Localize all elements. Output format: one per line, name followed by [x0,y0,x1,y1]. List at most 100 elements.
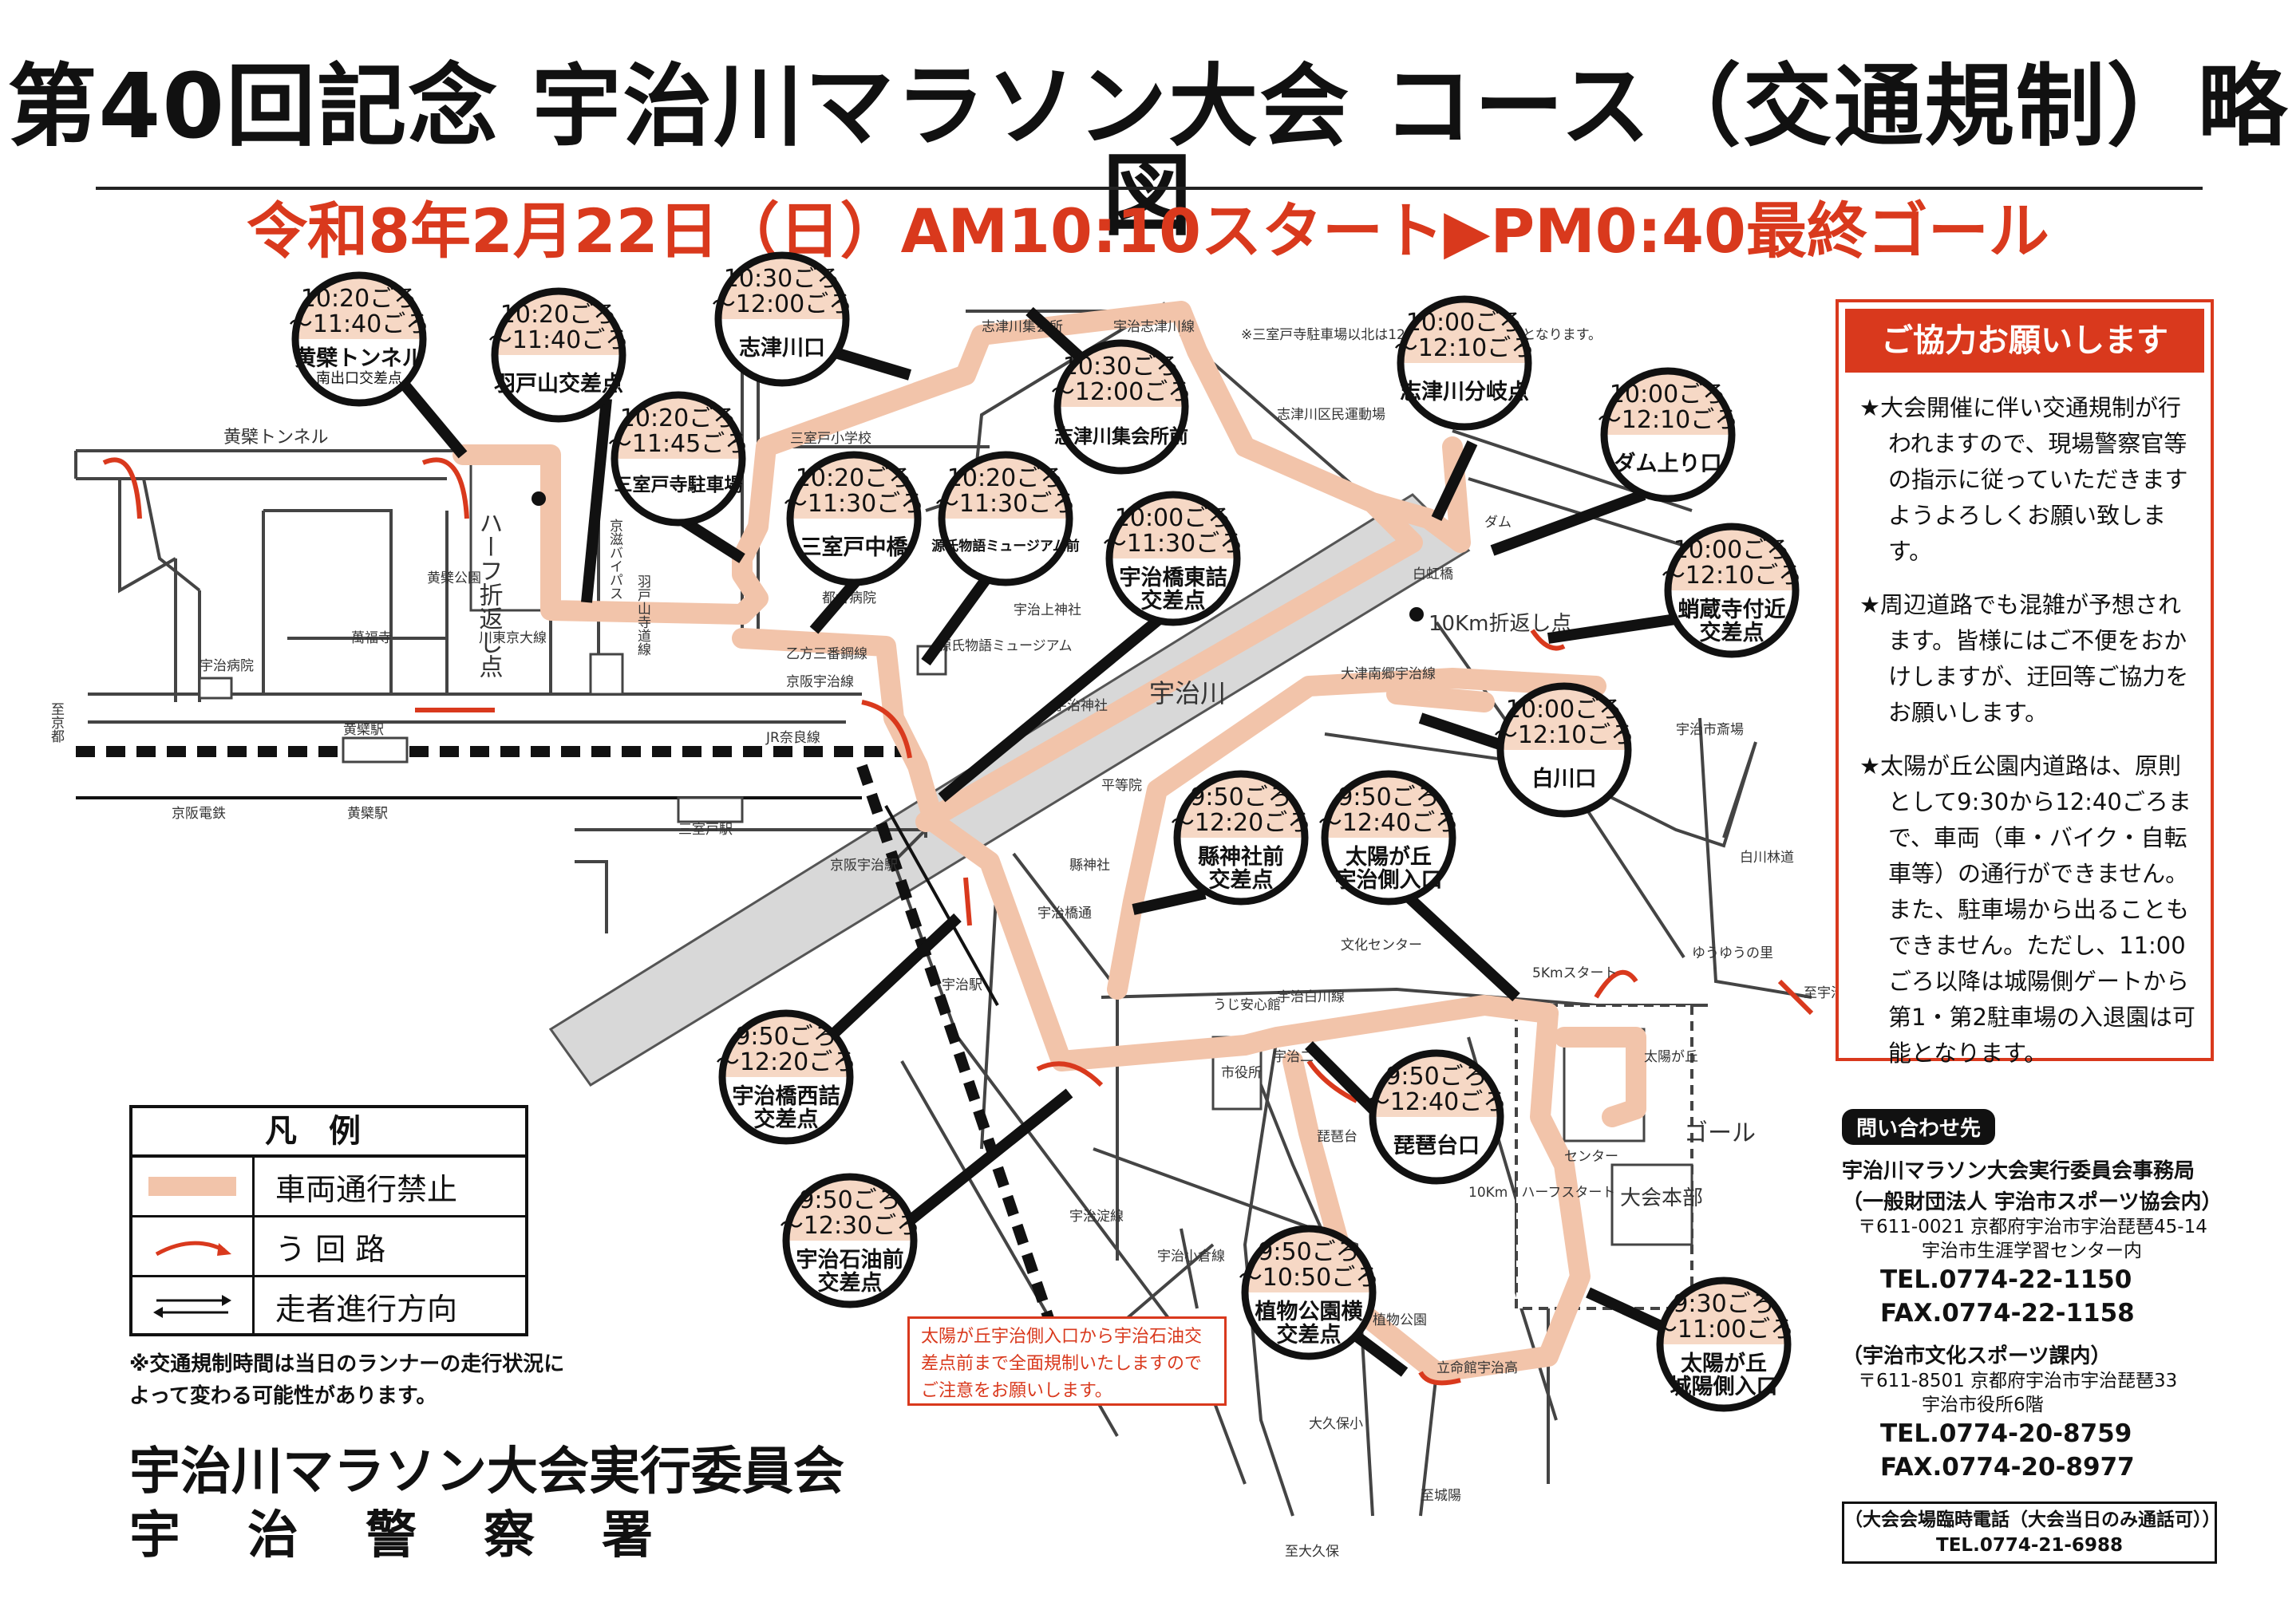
office-tel[interactable]: TEL.0774-22-1150 [1880,1265,2132,1294]
bubble-botanical-park[interactable]: 9:50ごろ 〜10:50ごろ 植物公園横 交差点 [1239,1225,1379,1360]
dept-tel[interactable]: TEL.0774-20-8759 [1880,1419,2132,1448]
legend-title: 凡例 [132,1108,525,1158]
svg-text:至京都: 至京都 [48,702,65,743]
bubble-shizugawa-hall[interactable]: 10:30ごろ 〜12:00ごろ 志津川集会所前 [1051,339,1191,475]
cooperation-notice: ご協力お願いします ★大会開催に伴い交通規制が行われますので、現場警察官等の指示… [1836,299,2214,1067]
svg-text:白虹橋: 白虹橋 [1413,566,1453,582]
svg-text:琵琶台: 琵琶台 [1317,1129,1357,1145]
svg-text:交差点: 交差点 [1277,1322,1342,1348]
svg-text:南出口交差点: 南出口交差点 [316,370,402,387]
svg-text:宇治川: 宇治川 [1149,678,1226,708]
temporary-phone: （大会会場臨時電話（大会当日のみ通話可）） TEL.0774-21-6988 [1842,1502,2221,1564]
bubble-dam-entrance[interactable]: 10:00ごろ 〜12:10ごろ ダム上り口 [1598,367,1738,503]
dept-name: （宇治市文化スポーツ課内） [1842,1344,2112,1368]
svg-text:羽戸山寺道線: 羽戸山寺道線 [634,574,651,656]
temp-phone-number[interactable]: TEL.0774-21-6988 [1936,1535,2123,1556]
svg-text:9:30ごろ: 9:30ごろ [1673,1290,1774,1318]
svg-text:交差点: 交差点 [1209,867,1274,893]
course-route [452,301,1646,1383]
svg-text:平等院: 平等院 [1101,778,1142,794]
bubble-habuyama[interactable]: 10:20ごろ 〜11:40ごろ 羽戸山交差点 [488,287,629,423]
organizer-police: 宇治警察署 [129,1505,720,1565]
svg-text:萬福寺: 萬福寺 [351,630,392,646]
notice-item: ★太陽が丘公園内道路は、原則として9:30から12:40ごろまで、車両（車・バイ… [1859,752,2195,1067]
svg-text:宇治淀線: 宇治淀線 [1069,1209,1124,1225]
bubble-genji-museum[interactable]: 10:20ごろ 〜11:30ごろ 源氏物語ミュージアム前 [931,451,1080,586]
svg-text:10:00ごろ: 10:00ごろ [1674,536,1790,564]
organizer-committee: 宇治川マラソン大会実行委員会 [129,1442,844,1502]
bubble-mimurodoji-parking[interactable]: 10:20ごろ 〜11:45ごろ 三室戸寺駐車場 [608,391,749,527]
svg-text:〜11:00ごろ: 〜11:00ごろ [1654,1316,1794,1344]
svg-text:9:50ごろ: 9:50ごろ [1190,783,1291,811]
bubble-shizugawa-junction[interactable]: 10:00ごろ 〜12:10ごろ 志津川分岐点 [1394,295,1535,431]
svg-text:うじ安心館: うじ安心館 [1213,997,1281,1013]
svg-text:10:30ごろ: 10:30ごろ [1063,353,1180,381]
svg-text:10:20ごろ: 10:20ごろ [620,404,737,432]
svg-text:黄檗駅: 黄檗駅 [343,722,384,738]
bubble-biwadaiguchi[interactable]: 9:50ごろ 〜12:40ごろ 琵琶台口 [1366,1049,1507,1185]
office-fax: FAX.0774-22-1158 [1880,1299,2135,1328]
bubble-shizugawaguchi[interactable]: 10:30ごろ 〜12:00ごろ 志津川口 [712,251,852,387]
svg-text:5Kmスタート: 5Kmスタート [1532,965,1618,981]
svg-text:10:20ごろ: 10:20ごろ [796,464,912,492]
legend-label: 車両通行禁止 [275,1171,458,1207]
svg-text:宇治橋西詰: 宇治橋西詰 [733,1083,840,1109]
bubble-obaku-tunnel[interactable]: 10:20ごろ 〜11:40ごろ 黄檗トンネル 南出口交差点 [289,271,429,407]
svg-text:ゴール: ゴール [1684,1119,1756,1147]
svg-text:〜11:40ごろ: 〜11:40ごろ [488,326,629,354]
dept-address: 〒611-8501 京都府宇治市宇治琵琶33 [1858,1371,2178,1391]
svg-text:〜12:40ごろ: 〜12:40ごろ [1318,809,1459,837]
svg-text:〜12:00ごろ: 〜12:00ごろ [712,290,852,318]
svg-text:白川林道: 白川林道 [1740,850,1794,866]
svg-text:交差点: 交差点 [754,1107,819,1132]
svg-text:〜12:00ごろ: 〜12:00ごろ [1051,378,1191,406]
svg-text:〜12:30ごろ: 〜12:30ごろ [780,1212,920,1240]
bubble-shirakawaguchi[interactable]: 10:00ごろ 〜12:10ごろ 白川口 [1494,682,1634,818]
bubble-mimurodo-nakabashi[interactable]: 10:20ごろ 〜11:30ごろ 三室戸中橋 [784,451,924,586]
svg-text:10:00ごろ: 10:00ごろ [1506,696,1622,724]
svg-text:10:20ごろ: 10:20ごろ [947,464,1064,492]
svg-text:大会本部: 大会本部 [1620,1186,1703,1210]
svg-text:志津川分岐点: 志津川分岐点 [1400,380,1529,404]
svg-text:太陽が丘: 太陽が丘 [1644,1049,1698,1065]
event-datetime: 令和8年2月22日（日）AM10:10スタート▶PM0:40最終ゴール [247,195,2049,266]
svg-text:10Km・ハーフスタート: 10Km・ハーフスタート [1468,1185,1615,1201]
svg-text:10:20ごろ: 10:20ごろ [301,285,417,313]
notice-title: ご協力お願いします [1845,309,2204,373]
legend-row-direction: 走者進行方向 [132,1277,525,1335]
bubble-uji-sekiyu[interactable]: 9:50ごろ 〜12:30ごろ 宇治石油前 交差点 [780,1173,920,1308]
svg-text:宇治側入口: 宇治側入口 [1335,868,1443,893]
svg-text:京阪電鉄: 京阪電鉄 [172,806,226,822]
runner-direction-icon [132,1277,255,1335]
svg-text:〜12:10ごろ: 〜12:10ごろ [1494,721,1634,749]
svg-text:三室戸駅: 三室戸駅 [678,822,733,838]
svg-text:志津川区民運動場: 志津川区民運動場 [1277,407,1385,423]
bubble-taiyogaoka-joyo[interactable]: 9:30ごろ 〜11:00ごろ 太陽が丘 城陽側入口 [1654,1277,1794,1412]
svg-text:JR奈良線: JR奈良線 [765,730,820,746]
contact-heading: 問い合わせ先 [1842,1109,1996,1145]
svg-text:蛸蔵寺付近: 蛸蔵寺付近 [1678,598,1786,622]
svg-text:黄檗公園: 黄檗公園 [427,570,481,586]
svg-text:〜12:10ごろ: 〜12:10ごろ [1598,406,1738,434]
svg-text:志津川集会所前: 志津川集会所前 [1054,425,1188,448]
svg-text:宇治市斎場: 宇治市斎場 [1676,722,1744,738]
detour-arrows [102,457,1814,1386]
bubble-ujibashi-east[interactable]: 10:00ごろ 〜11:30ごろ 宇治橋東詰 交差点 [1103,491,1243,626]
callout-pointers [398,306,1709,1377]
svg-text:宇治石油前: 宇治石油前 [796,1247,904,1273]
organizers: 宇治川マラソン大会実行委員会 宇治警察署 [129,1440,844,1568]
svg-text:市役所: 市役所 [1221,1065,1262,1081]
bubble-ujibashi-west[interactable]: 9:50ごろ 〜12:20ごろ 宇治橋西詰 交差点 [716,1009,856,1145]
svg-text:センター: センター [1564,1149,1618,1165]
svg-text:京滋バイパス: 京滋バイパス [607,519,623,600]
svg-text:ダム上り口: ダム上り口 [1614,451,1722,476]
svg-text:羽戸山交差点: 羽戸山交差点 [494,371,623,397]
svg-text:宇治志津川線: 宇治志津川線 [1113,319,1195,335]
svg-text:〜11:30ごろ: 〜11:30ごろ [784,490,924,518]
svg-text:9:50ごろ: 9:50ごろ [799,1186,900,1214]
bubble-jingzoji[interactable]: 10:00ごろ 〜12:10ごろ 蛸蔵寺付近 交差点 [1662,523,1802,658]
bubble-taiyogaoka-uji[interactable]: 9:50ごろ 〜12:40ごろ 太陽が丘 宇治側入口 [1318,770,1459,906]
svg-text:三室戸中橋: 三室戸中橋 [800,535,909,560]
bubble-agata-shrine[interactable]: 9:50ごろ 〜12:20ごろ 縣神社前 交差点 [1171,770,1311,906]
